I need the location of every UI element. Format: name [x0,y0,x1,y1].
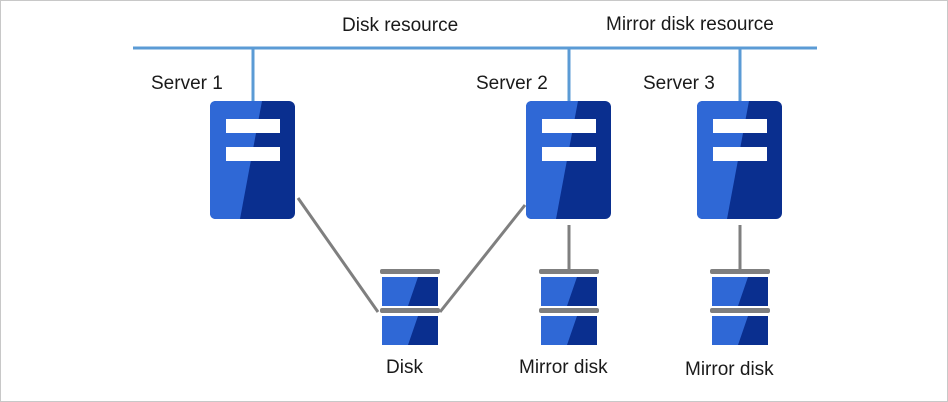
mirror-disk-2-label: Mirror disk [685,359,774,380]
mirror-disk-1-icon [539,269,599,345]
server-1-disk-link [296,197,380,313]
disk-icon [380,269,440,345]
server-1-label: Server 1 [151,73,223,94]
server-1-icon [210,101,295,219]
mirror-disk-resource-label: Mirror disk resource [606,14,774,35]
server-3-icon [697,101,782,219]
server-3-label: Server 3 [643,73,715,94]
disk-resource-label: Disk resource [342,15,458,36]
server-2-icon [526,101,611,219]
disk-label: Disk [386,357,423,378]
mirror-disk-2-icon [710,269,770,345]
server-2-label: Server 2 [476,73,548,94]
server-2-disk-link [438,204,527,313]
mirror-disk-1-label: Mirror disk [519,357,608,378]
